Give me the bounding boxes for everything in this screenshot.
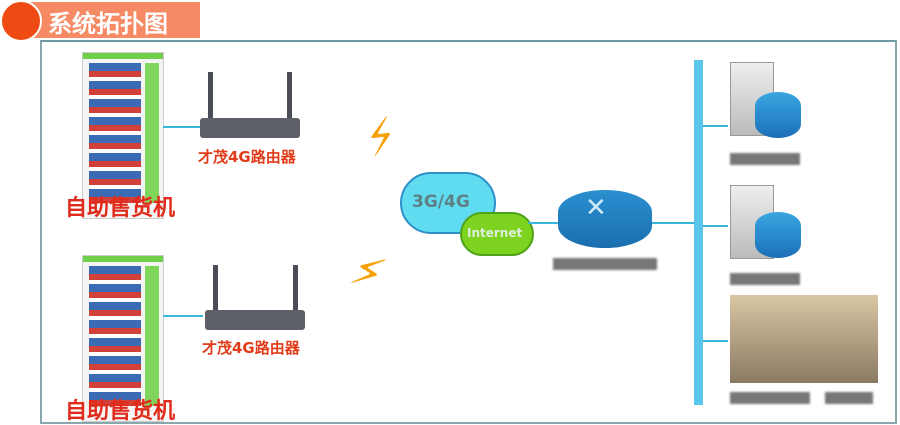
vending-machine-2-icon [82,255,164,422]
3g4g-label: 3G/4G [412,192,470,212]
vending-machine-1-icon [82,52,164,219]
title-banner [20,2,200,38]
monitoring-label-2 [825,392,873,404]
4g-router-1-icon [200,118,300,138]
core-router-label [553,258,657,270]
antenna-icon [287,72,292,132]
link [163,126,203,128]
monitoring-label-1 [730,392,810,404]
router-2-label: 才茂4G路由器 [202,339,300,357]
antenna-icon [208,72,213,132]
internet-cloud-icon [460,212,534,256]
link [652,222,696,224]
diagram-frame [40,40,897,424]
backbone-bus [694,60,703,405]
4g-router-2-icon [205,310,305,330]
link [703,225,728,227]
title-dot-icon [0,0,42,42]
vending-machine-1-label: 自助售货机 [65,196,176,221]
internet-label: Internet [467,226,523,240]
link [528,222,558,224]
link [703,125,728,127]
link [163,315,203,317]
link [703,340,728,342]
core-router-icon [558,190,652,248]
router-1-label: 才茂4G路由器 [198,148,296,166]
monitoring-center-photo [730,295,878,383]
database-1-icon [755,92,801,138]
antenna-icon [293,265,298,325]
page-title: 系统拓扑图 [48,10,168,38]
database-2-icon [755,212,801,258]
server-1-label [730,153,800,165]
vending-machine-2-label: 自助售货机 [65,399,176,424]
server-2-label [730,273,800,285]
antenna-icon [213,265,218,325]
router-arrows-icon: ✕ [585,193,607,223]
